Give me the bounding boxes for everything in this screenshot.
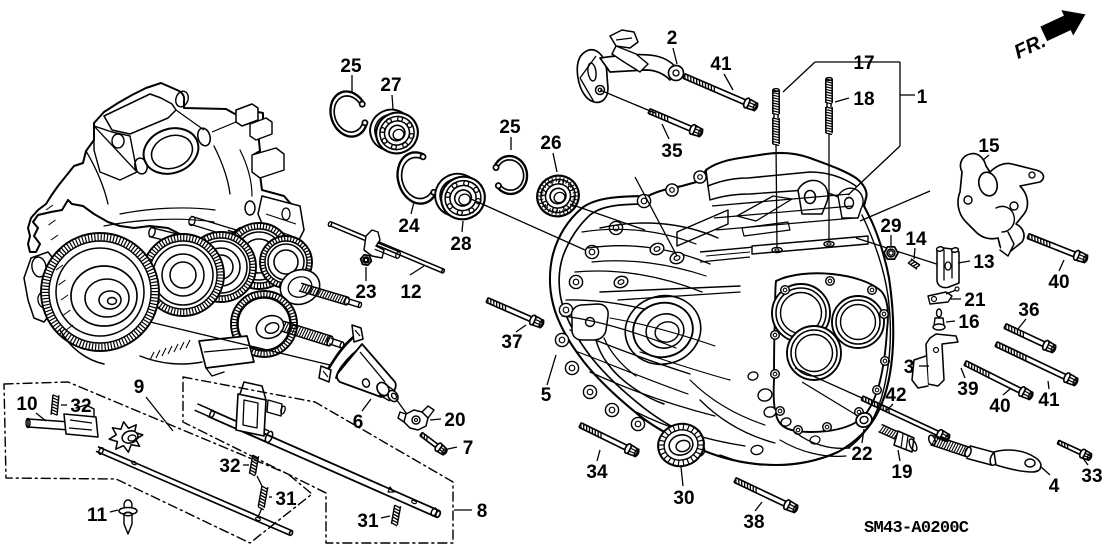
svg-text:21: 21 (964, 290, 986, 311)
svg-text:11: 11 (87, 505, 108, 526)
svg-text:12: 12 (400, 282, 421, 303)
svg-text:39: 39 (957, 379, 978, 400)
svg-text:3: 3 (904, 357, 915, 378)
svg-text:33: 33 (1081, 466, 1102, 487)
svg-text:1: 1 (917, 87, 928, 108)
svg-text:16: 16 (958, 312, 979, 333)
svg-text:5: 5 (541, 385, 552, 406)
svg-text:6: 6 (353, 412, 364, 433)
svg-text:27: 27 (380, 75, 401, 96)
svg-text:42: 42 (885, 385, 906, 406)
svg-text:SM43-A0200C: SM43-A0200C (864, 519, 969, 538)
svg-text:36: 36 (1018, 300, 1039, 321)
svg-text:31: 31 (357, 511, 379, 532)
svg-text:31: 31 (275, 489, 297, 510)
svg-text:32: 32 (219, 456, 240, 477)
svg-text:40: 40 (989, 396, 1010, 417)
svg-text:7: 7 (463, 438, 474, 459)
svg-text:10: 10 (16, 394, 37, 415)
svg-text:35: 35 (661, 141, 683, 162)
svg-text:22: 22 (851, 444, 872, 465)
svg-text:30: 30 (673, 488, 694, 509)
svg-text:41: 41 (710, 54, 732, 75)
svg-text:38: 38 (743, 512, 764, 533)
svg-text:14: 14 (905, 229, 927, 250)
svg-text:40: 40 (1048, 272, 1069, 293)
svg-text:8: 8 (477, 501, 488, 522)
svg-text:18: 18 (853, 89, 874, 110)
svg-text:41: 41 (1038, 390, 1060, 411)
svg-text:13: 13 (973, 252, 994, 273)
svg-text:20: 20 (444, 410, 465, 431)
svg-text:24: 24 (398, 216, 420, 237)
svg-text:34: 34 (586, 462, 608, 483)
svg-text:17: 17 (853, 53, 874, 74)
svg-text:32: 32 (70, 396, 91, 417)
svg-text:37: 37 (501, 332, 522, 353)
svg-text:26: 26 (540, 133, 561, 154)
svg-text:19: 19 (891, 462, 912, 483)
svg-text:28: 28 (450, 234, 471, 255)
svg-text:25: 25 (499, 117, 521, 138)
svg-text:23: 23 (355, 282, 376, 303)
svg-text:2: 2 (667, 28, 678, 49)
svg-text:9: 9 (134, 377, 145, 398)
svg-text:25: 25 (340, 56, 362, 77)
svg-text:15: 15 (978, 136, 1000, 157)
svg-text:29: 29 (880, 216, 901, 237)
svg-text:4: 4 (1049, 476, 1060, 497)
